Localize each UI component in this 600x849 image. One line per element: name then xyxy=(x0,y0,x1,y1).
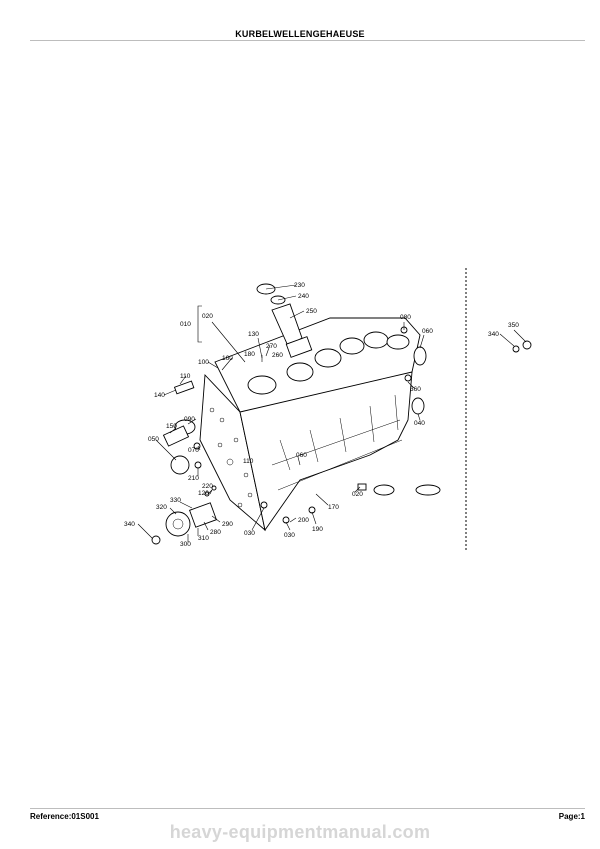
callout-190: 190 xyxy=(312,526,323,533)
callout-110-left: 110 xyxy=(180,373,191,380)
callout-340-right: 340 xyxy=(488,331,499,338)
callout-070: 070 xyxy=(188,447,199,454)
callout-220: 220 xyxy=(202,483,213,490)
callout-110-front: 110 xyxy=(243,458,254,465)
callout-320: 320 xyxy=(156,504,167,511)
callout-140: 140 xyxy=(154,392,165,399)
callout-360: 360 xyxy=(410,386,421,393)
bottom-bolts xyxy=(260,501,316,524)
callout-180: 180 xyxy=(244,351,255,358)
callout-060-mid: 060 xyxy=(296,452,307,459)
front-small-parts xyxy=(162,380,202,475)
header-divider xyxy=(30,40,585,41)
watermark: heavy-equipmentmanual.com xyxy=(169,822,431,842)
leader-lines xyxy=(137,284,527,542)
callout-170: 170 xyxy=(328,504,339,511)
page-title: KURBELWELLENGEHAEUSE xyxy=(235,29,365,39)
callout-030-right: 030 xyxy=(284,532,295,539)
callout-340-left: 340 xyxy=(124,521,135,528)
footer-divider xyxy=(30,808,585,809)
page-number: Page:1 xyxy=(558,812,585,821)
callout-230: 230 xyxy=(294,282,305,289)
callout-060: 060 xyxy=(422,328,433,335)
callout-200: 200 xyxy=(298,517,309,524)
callout-080: 080 xyxy=(400,314,411,321)
callout-280: 280 xyxy=(210,529,221,536)
callout-050: 050 xyxy=(148,436,159,443)
callout-130: 130 xyxy=(248,331,259,338)
callout-150: 150 xyxy=(166,423,177,430)
callout-020: 020 xyxy=(202,313,213,320)
callout-250: 250 xyxy=(306,308,317,315)
callout-030-left: 030 xyxy=(244,530,255,537)
callout-330: 330 xyxy=(170,497,181,504)
reference-label: Reference:01S001 xyxy=(30,812,99,821)
callout-bracket xyxy=(197,305,202,343)
callout-260: 260 xyxy=(272,352,283,359)
callout-labels: 230 240 250 080 060 010 020 130 270 260 … xyxy=(124,282,519,548)
callout-010: 010 xyxy=(180,321,191,328)
callout-240: 240 xyxy=(298,293,309,300)
oil-pump-assembly xyxy=(151,485,217,545)
crankcase-block xyxy=(199,317,421,532)
callout-120: 120 xyxy=(198,490,209,497)
right-side-parts xyxy=(357,326,532,496)
callout-020-bottom: 020 xyxy=(352,491,363,498)
callout-160: 160 xyxy=(222,355,233,362)
callout-290: 290 xyxy=(222,521,233,528)
callout-270: 270 xyxy=(266,343,277,350)
callout-090: 090 xyxy=(184,416,195,423)
callout-310: 310 xyxy=(198,535,209,542)
callout-210: 210 xyxy=(188,475,199,482)
callout-040: 040 xyxy=(414,420,425,427)
callout-300: 300 xyxy=(180,541,191,548)
callout-100: 100 xyxy=(198,359,209,366)
callout-350: 350 xyxy=(508,322,519,329)
